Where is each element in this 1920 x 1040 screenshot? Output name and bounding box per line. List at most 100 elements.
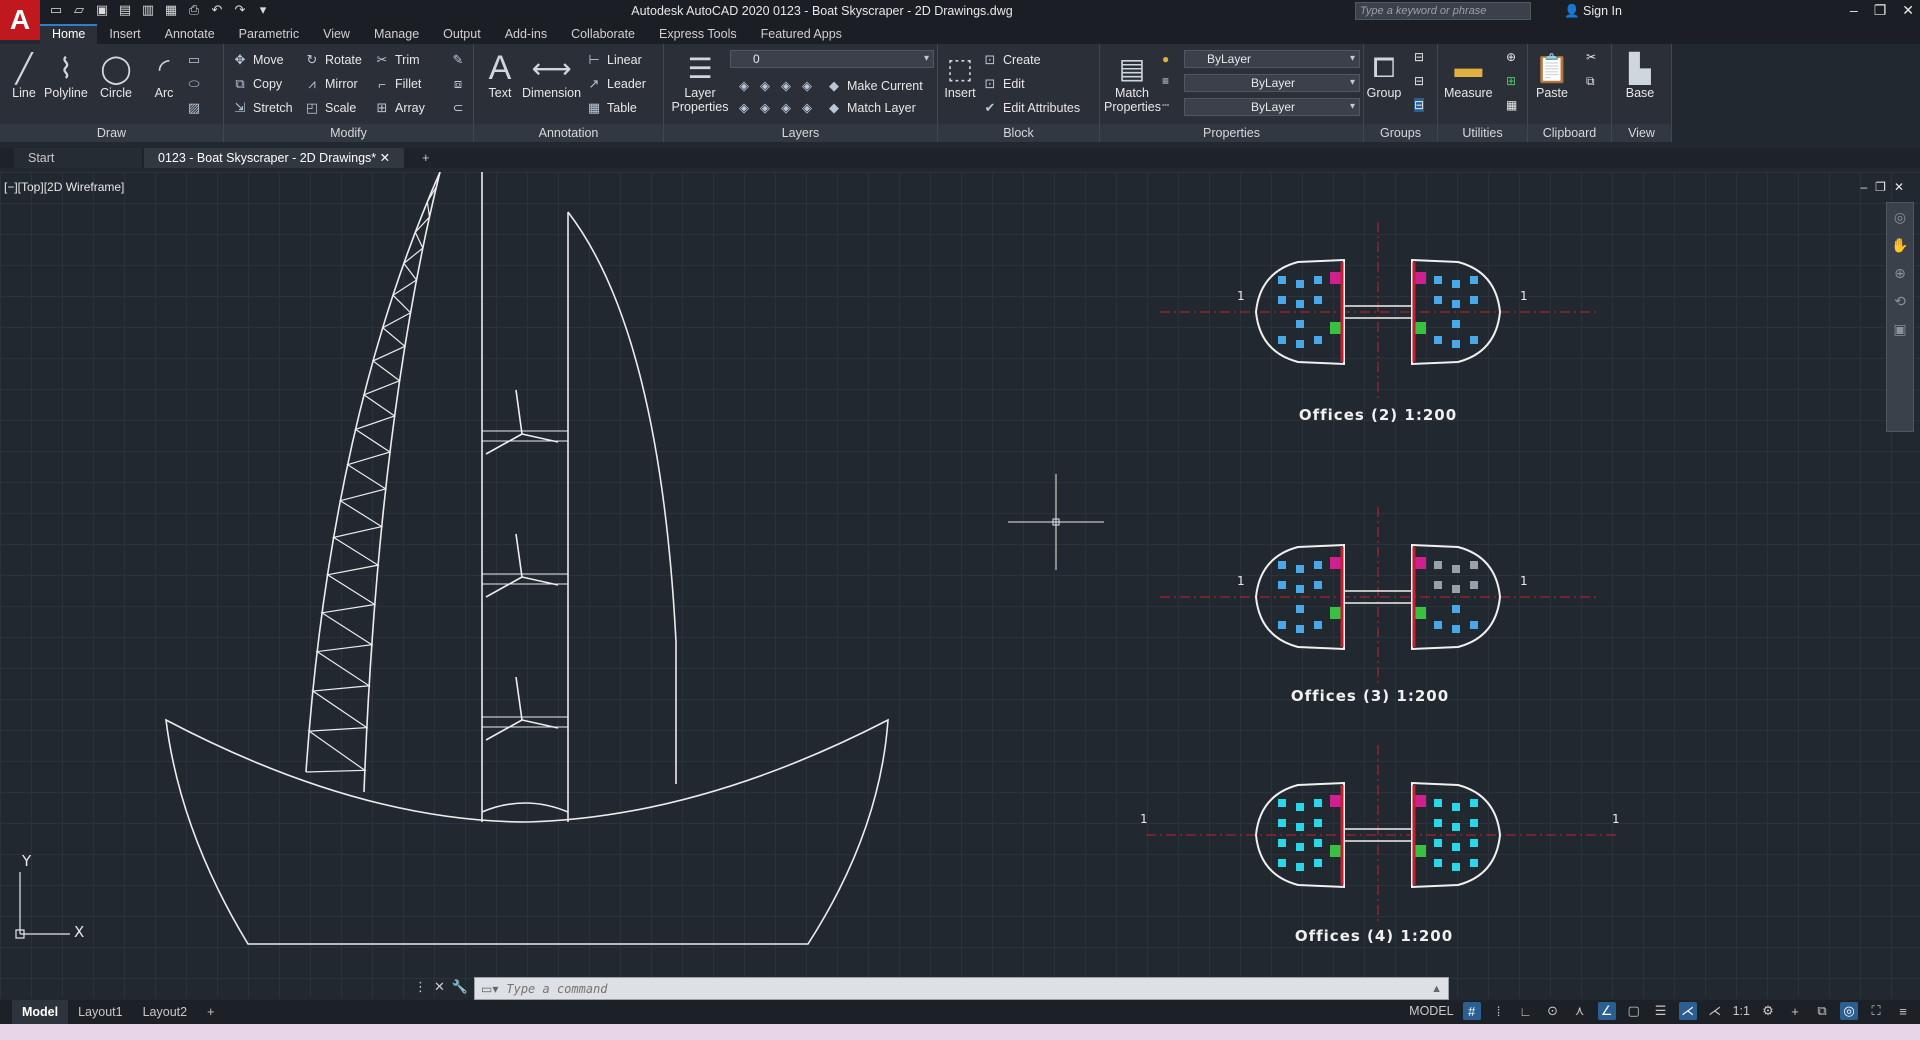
tab-home[interactable]: Home <box>40 24 98 44</box>
save-icon[interactable]: ▣ <box>95 2 109 17</box>
linear-button[interactable]: ⊢Linear <box>586 50 641 70</box>
new-file-icon[interactable]: ▭ <box>49 2 63 17</box>
plot-icon[interactable]: ⎙ <box>188 2 200 17</box>
tab-layout2[interactable]: Layout2 <box>142 1005 188 1019</box>
view-panel-title[interactable]: View <box>1612 124 1671 142</box>
modify-panel-title[interactable]: Modify <box>224 124 473 142</box>
group-button[interactable]: ⧠Group <box>1366 50 1402 101</box>
clipboard-panel-title[interactable]: Clipboard <box>1528 124 1611 142</box>
block-panel-title[interactable]: Block <box>938 124 1099 142</box>
offset-button[interactable]: ⊂ <box>450 98 466 118</box>
polyline-button[interactable]: ⌇Polyline <box>44 50 88 101</box>
trim-button[interactable]: ✂Trim <box>374 50 420 70</box>
viewport-restore-icon[interactable]: ❐ <box>1875 180 1886 194</box>
scale-button[interactable]: ◰Scale <box>304 98 356 118</box>
orbit-icon[interactable]: ⟲ <box>1894 293 1906 309</box>
circle-button[interactable]: ◯Circle <box>98 50 134 101</box>
ortho-icon[interactable]: ∟ <box>1519 1003 1532 1019</box>
tab-collaborate[interactable]: Collaborate <box>571 27 636 41</box>
layer-walk-icon[interactable]: ◈ <box>739 100 749 115</box>
close-tab-icon[interactable]: ✕ <box>379 151 391 165</box>
tab-model[interactable]: Model <box>12 1000 69 1024</box>
command-input[interactable] <box>498 978 1432 999</box>
match-properties-button[interactable]: ▤Match Properties <box>1104 50 1161 115</box>
clean-screen-icon[interactable]: ⛶ <box>1871 1003 1881 1018</box>
explode-button[interactable]: ⧈ <box>450 74 466 94</box>
paste-button[interactable]: 📋Paste <box>1534 50 1570 101</box>
undo-icon[interactable]: ↶ <box>211 2 223 17</box>
units-icon[interactable]: ⧉ <box>1817 1003 1827 1018</box>
open-file-icon[interactable]: ▱ <box>74 2 84 17</box>
edit-attributes-button[interactable]: ✔Edit Attributes <box>982 98 1081 118</box>
group-edit-icon[interactable]: ⊟ <box>1414 74 1425 88</box>
workspace-gear-icon[interactable]: ⚙ <box>1762 1003 1774 1018</box>
annotation-monitor-icon[interactable]: + <box>1791 1003 1799 1019</box>
minimize-icon[interactable]: – <box>1849 2 1858 18</box>
isodraft-icon[interactable]: ⋏ <box>1574 1003 1585 1018</box>
tab-express-tools[interactable]: Express Tools <box>659 27 737 41</box>
tab-parametric[interactable]: Parametric <box>238 27 300 41</box>
gradient-button[interactable]: ▨ <box>186 98 202 118</box>
layer-properties-button[interactable]: ☰Layer Properties <box>670 50 730 115</box>
layer-off-icon[interactable]: ◈ <box>739 78 749 93</box>
annotation-panel-title[interactable]: Annotation <box>474 124 663 142</box>
sign-in-button[interactable]: 👤 Sign In <box>1564 4 1622 19</box>
search-input[interactable]: Type a keyword or phrase <box>1355 2 1531 20</box>
zoom-icon[interactable]: ⊕ <box>1894 265 1906 281</box>
web-mobile-icon[interactable]: ▥ <box>141 2 155 17</box>
viewport-close-icon[interactable]: ✕ <box>1893 180 1904 194</box>
calculator-icon[interactable]: ▦ <box>1506 98 1518 112</box>
tab-add-ins[interactable]: Add-ins <box>504 27 548 41</box>
viewport-minimize-icon[interactable]: – <box>1860 180 1868 194</box>
layers-panel-title[interactable]: Layers <box>664 124 937 142</box>
object-snap-tracking-icon[interactable]: ∠ <box>1597 1002 1616 1020</box>
rotate-button[interactable]: ↻Rotate <box>304 50 362 70</box>
add-layout-button[interactable]: + <box>197 1000 224 1024</box>
layer-dropdown[interactable]: 0 <box>730 50 934 68</box>
leader-button[interactable]: ↗Leader <box>586 74 646 94</box>
tab-drawing-file[interactable]: 0123 - Boat Skyscraper - 2D Drawings* ✕ <box>144 148 405 168</box>
make-current-button[interactable]: ◆Make Current <box>826 76 923 96</box>
navigation-bar[interactable]: ◎ ✋ ⊕ ⟲ ▣ <box>1886 202 1914 432</box>
annotation-scale[interactable]: 1:1 <box>1732 1004 1750 1018</box>
color-dropdown[interactable]: ByLayer <box>1184 50 1360 68</box>
application-menu-button[interactable]: A <box>0 0 40 40</box>
tab-view[interactable]: View <box>323 27 350 41</box>
mirror-button[interactable]: ⩘Mirror <box>304 74 357 94</box>
measure-button[interactable]: ▬Measure <box>1444 50 1493 100</box>
annotation-visibility-icon[interactable]: ⋌ <box>1678 1002 1697 1020</box>
cut-icon[interactable]: ✂ <box>1586 50 1597 64</box>
lineweight-status-icon[interactable]: ☰ <box>1654 1003 1667 1018</box>
tab-insert[interactable]: Insert <box>109 27 141 41</box>
tab-layout1[interactable]: Layout1 <box>78 1005 123 1019</box>
command-line-grip-icon[interactable]: ⋮ <box>414 979 427 994</box>
tab-featured-apps[interactable]: Featured Apps <box>760 27 842 41</box>
stretch-button[interactable]: ⇲Stretch <box>232 98 293 118</box>
new-tab-button[interactable]: + <box>408 148 443 168</box>
layer-lock-icon[interactable]: ◈ <box>802 78 812 93</box>
viewport-controls-label[interactable]: [−][Top][2D Wireframe] <box>4 180 125 194</box>
match-layer-button[interactable]: ◆Match Layer <box>826 98 916 118</box>
group-selection-icon[interactable]: ⊟ <box>1414 98 1425 112</box>
layer-unlock-icon[interactable]: ◈ <box>802 100 812 115</box>
customization-menu-icon[interactable]: ≡ <box>1899 1003 1907 1019</box>
quick-select-icon[interactable]: ⊞ <box>1506 74 1517 88</box>
drawing-viewport[interactable]: Offices (2) 1:200 Offices (3) 1:200 Offi… <box>0 172 1920 998</box>
line-button[interactable]: ╱Line <box>6 50 42 101</box>
redo-icon[interactable]: ↷ <box>234 2 246 17</box>
command-expand-icon[interactable]: ▲ <box>1431 982 1442 995</box>
copy-button[interactable]: ⧉Copy <box>232 74 282 94</box>
layer-freeze-icon[interactable]: ◈ <box>781 78 791 93</box>
drawing-canvas[interactable]: Offices (2) 1:200 Offices (3) 1:200 Offi… <box>0 172 1920 998</box>
id-point-icon[interactable]: ⊕ <box>1506 50 1517 64</box>
showmotion-icon[interactable]: ▣ <box>1893 321 1907 337</box>
snap-icon[interactable]: ⁞ <box>1496 1003 1501 1019</box>
tab-output[interactable]: Output <box>443 27 481 41</box>
command-close-icon[interactable]: ✕ <box>434 979 445 994</box>
save-web-icon[interactable]: ▦ <box>164 2 178 17</box>
draw-panel-title[interactable]: Draw <box>0 124 223 142</box>
fillet-button[interactable]: ⌐Fillet <box>374 74 421 94</box>
auto-scale-icon[interactable]: ⋌ <box>1708 1003 1722 1018</box>
restore-icon[interactable]: ❐ <box>1873 2 1887 18</box>
layer-isolate-icon[interactable]: ◈ <box>760 78 770 93</box>
